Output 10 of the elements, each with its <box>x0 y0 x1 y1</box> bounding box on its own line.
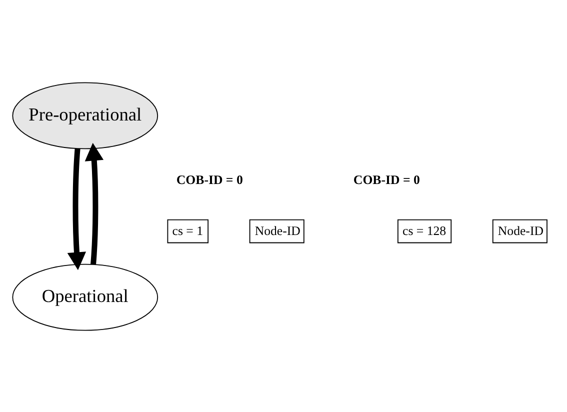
node-ellipse: Operational <box>12 263 158 330</box>
node-ellipse: Pre-operational <box>12 82 158 149</box>
arrow <box>67 148 86 270</box>
label: COB-ID = 0 <box>176 172 243 187</box>
arrow <box>84 142 104 264</box>
label: COB-ID = 0 <box>353 172 420 187</box>
label: cs = 1 <box>172 224 204 238</box>
label: Node-ID <box>498 224 544 238</box>
label: cs = 128 <box>402 224 446 238</box>
label: Node-ID <box>254 224 300 238</box>
